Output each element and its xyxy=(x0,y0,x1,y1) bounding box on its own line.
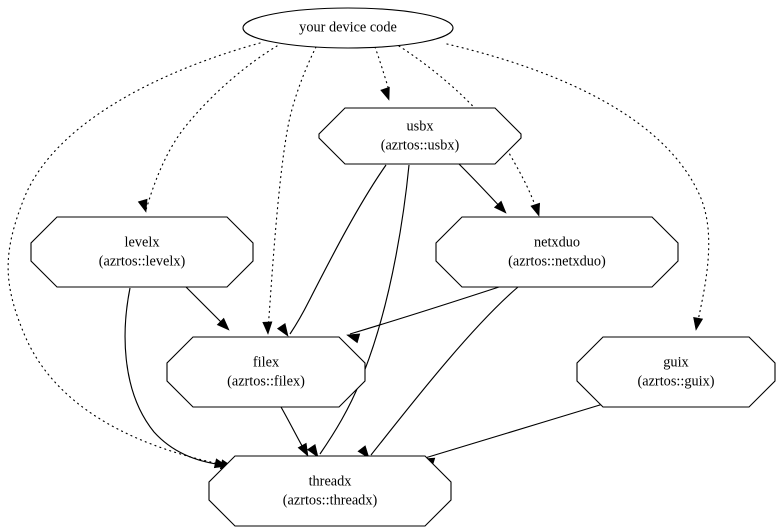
node-label-threadx-primary: threadx xyxy=(309,473,352,489)
node-label-usbx-primary: usbx xyxy=(406,118,433,134)
arrowhead-levelx-to-filex xyxy=(216,317,230,331)
arrowhead-netxduo-to-threadx xyxy=(357,445,370,459)
edge-levelx-to-filex xyxy=(184,285,227,328)
node-shape-threadx xyxy=(208,455,452,527)
node-shape-filex xyxy=(166,336,366,408)
node-label-filex-package: (azrtos::filex) xyxy=(227,373,305,389)
node-shape-usbx xyxy=(318,107,522,165)
node-label-levelx-primary: levelx xyxy=(125,234,160,250)
edge-device_code-to-levelx xyxy=(145,45,278,211)
edge-netxduo-to-filex xyxy=(349,286,500,335)
node-shape-guix xyxy=(576,336,776,408)
nodes-layer: your device codeusbx(azrtos::usbx)levelx… xyxy=(30,7,776,527)
arrowhead-device_code-to-filex xyxy=(262,321,273,335)
arrowhead-netxduo-to-filex xyxy=(346,333,361,344)
edge-device_code-to-usbx xyxy=(374,46,389,88)
node-guix[interactable]: guix(azrtos::guix) xyxy=(576,336,776,408)
node-usbx[interactable]: usbx(azrtos::usbx) xyxy=(318,107,522,165)
edge-guix-to-threadx xyxy=(424,400,614,459)
arrowhead-filex-to-threadx xyxy=(297,442,309,457)
arrowhead-usbx-to-filex xyxy=(276,322,289,337)
arrowhead-device_code-to-usbx xyxy=(380,86,390,101)
node-label-filex-primary: filex xyxy=(253,354,279,370)
node-label-guix-package: (azrtos::guix) xyxy=(637,373,714,389)
node-shape-netxduo xyxy=(435,216,679,288)
node-label-netxduo-package: (azrtos::netxduo) xyxy=(508,253,606,269)
node-label-device_code-primary: your device code xyxy=(299,19,397,35)
arrowhead-usbx-to-threadx xyxy=(306,443,319,458)
node-levelx[interactable]: levelx(azrtos::levelx) xyxy=(30,216,254,288)
arrowhead-device_code-to-guix xyxy=(693,317,704,331)
edge-netxduo-to-threadx xyxy=(370,286,519,456)
node-label-levelx-package: (azrtos::levelx) xyxy=(99,253,186,269)
node-device_code[interactable]: your device code xyxy=(242,7,454,49)
arrowhead-levelx-to-threadx xyxy=(213,458,228,469)
node-label-threadx-package: (azrtos::threadx) xyxy=(283,492,378,508)
node-label-guix-primary: guix xyxy=(663,354,688,370)
node-filex[interactable]: filex(azrtos::filex) xyxy=(166,336,366,408)
node-shape-device_code xyxy=(242,7,454,49)
edge-device_code-to-filex xyxy=(267,46,317,331)
arrowhead-device_code-to-levelx xyxy=(137,198,148,213)
edge-levelx-to-threadx xyxy=(124,287,225,466)
node-label-netxduo-primary: netxduo xyxy=(534,234,580,250)
node-threadx[interactable]: threadx(azrtos::threadx) xyxy=(208,455,452,527)
node-shape-levelx xyxy=(30,216,254,288)
arrowhead-device_code-to-netxduo xyxy=(530,202,540,217)
edge-usbx-to-filex xyxy=(289,164,387,335)
node-label-usbx-package: (azrtos::usbx) xyxy=(381,137,460,153)
edge-usbx-to-threadx xyxy=(319,164,410,455)
edge-usbx-to-netxduo xyxy=(458,163,504,211)
arrowhead-usbx-to-netxduo xyxy=(493,200,507,214)
node-netxduo[interactable]: netxduo(azrtos::netxduo) xyxy=(435,216,679,288)
